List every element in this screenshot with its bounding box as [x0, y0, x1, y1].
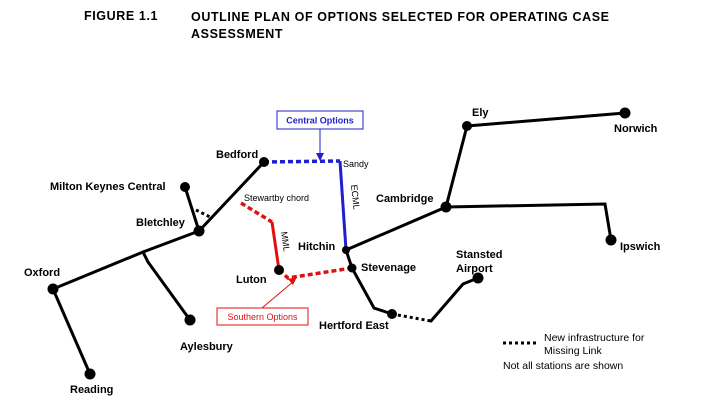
central-ecml-sandy-hitchin [338, 160, 348, 251]
label-hitchin: Hitchin [298, 241, 336, 253]
station-dot-oxford [47, 283, 59, 295]
central-options-arrowhead [316, 153, 324, 161]
link-hertford-gap [391, 312, 432, 323]
label-ecml: ECML [349, 184, 362, 210]
short-links [195, 208, 432, 323]
label-mml: MML [279, 231, 292, 252]
station-dot-stevenage [347, 263, 357, 273]
legend-line2: Missing Link [544, 345, 603, 357]
station-dot-milton-keynes [180, 182, 190, 192]
station-dot-reading [84, 368, 96, 380]
line-ely-norwich [465, 111, 627, 128]
central-option-lines [263, 159, 348, 251]
line-ely-cambridge-hitchin [344, 124, 469, 252]
label-oxford: Oxford [24, 267, 60, 279]
southern-mml-luton [270, 221, 281, 271]
label-stansted: Stansted [456, 249, 502, 261]
station-dot-stansted [472, 272, 484, 284]
southern-option-lines [240, 201, 353, 280]
label-reading: Reading [70, 384, 113, 396]
southern-options-callout: Southern Options [216, 277, 309, 326]
label-ely: Ely [472, 107, 489, 119]
station-dot-hitchin [342, 246, 350, 254]
label-stansted-airport: Airport [456, 263, 493, 275]
figure-number: FIGURE 1.1 [84, 9, 159, 23]
station-markers [47, 107, 631, 380]
label-norwich: Norwich [614, 123, 658, 135]
line-hertford-stansted [429, 276, 480, 323]
station-dot-bletchley [193, 225, 205, 237]
station-dot-aylesbury [184, 314, 196, 326]
existing-lines [51, 111, 627, 376]
label-milton-keynes: Milton Keynes Central [50, 181, 166, 193]
label-ipswich: Ipswich [620, 241, 661, 253]
label-luton: Luton [236, 274, 267, 286]
label-cambridge: Cambridge [376, 193, 433, 205]
line-mk-bletchley [183, 185, 201, 233]
link-bletchley-spur [195, 208, 213, 220]
figure-title: OUTLINE PLAN OF OPTIONS SELECTED FOR OPE… [191, 10, 610, 41]
station-dot-hertford-east [387, 309, 397, 319]
label-stevenage: Stevenage [361, 262, 416, 274]
legend: New infrastructure for Missing Link Not … [503, 332, 645, 372]
label-hertford-east: Hertford East [319, 320, 389, 332]
station-dot-bedford [259, 157, 269, 167]
central-missing-link-bedford-sandy [263, 159, 341, 164]
southern-missing-link-luton-stevenage [277, 266, 353, 280]
legend-line1: New infrastructure for [544, 332, 645, 344]
line-cambridge-ipswich [444, 202, 613, 242]
central-options-callout: Central Options [276, 110, 364, 161]
label-stewartby: Stewartby chord [244, 193, 309, 203]
legend-note: Not all stations are shown [503, 360, 623, 372]
station-dot-cambridge [440, 201, 452, 213]
label-bletchley: Bletchley [136, 217, 186, 229]
station-dot-luton [274, 265, 284, 275]
line-stevenage-hertford [350, 266, 394, 316]
label-sandy: Sandy [343, 159, 369, 169]
line-aylesbury-branch [141, 250, 192, 322]
station-dot-ipswich [605, 234, 617, 246]
southern-options-arrowhead [288, 277, 297, 285]
station-labels: Ely Norwich Bedford Sandy Milton Keynes … [24, 107, 661, 396]
southern-options-label: Southern Options [227, 312, 298, 322]
station-dot-ely [462, 121, 472, 131]
southern-missing-link-stewartby [240, 201, 273, 224]
label-bedford: Bedford [216, 149, 258, 161]
southern-options-arrow [261, 280, 295, 309]
station-dot-norwich [619, 107, 631, 119]
central-options-label: Central Options [286, 116, 354, 126]
label-aylesbury: Aylesbury [180, 341, 234, 353]
